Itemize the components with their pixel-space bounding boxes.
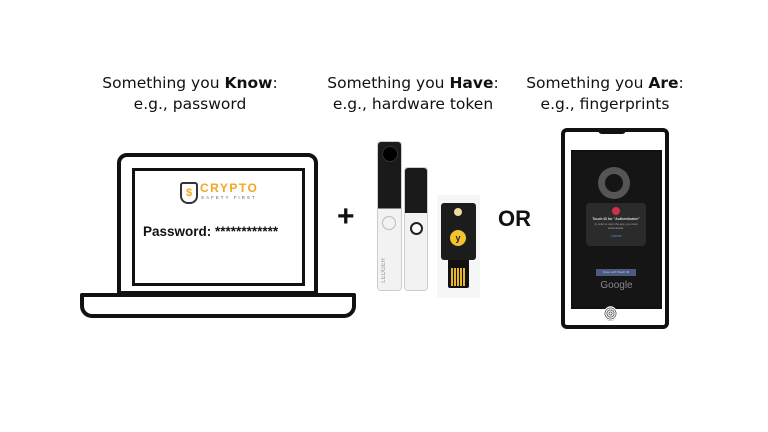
password-label: Password: xyxy=(143,224,212,239)
heading-example: e.g., password xyxy=(133,95,247,113)
google-wordmark: Google xyxy=(600,280,633,291)
ledger-nano-x: LEDGER xyxy=(378,142,401,290)
heading-suffix: : xyxy=(678,74,684,92)
open-with-touch-id-button[interactable]: Open with Touch ID xyxy=(596,269,636,276)
logo-tagline: SAFETY FIRST xyxy=(201,195,257,200)
yubikey-touch-icon: y xyxy=(450,230,466,246)
heading-prefix: Something you xyxy=(327,74,450,92)
password-value: ************ xyxy=(215,224,279,239)
ledger-button-icon xyxy=(410,222,423,235)
phone-speaker xyxy=(598,128,626,134)
dialog-title: Touch ID for "Authenticator" xyxy=(592,217,640,221)
usb-contacts xyxy=(451,268,466,286)
plus-sign: + xyxy=(337,200,355,233)
touch-id-dialog: Touch ID for "Authenticator" In order to… xyxy=(586,203,646,246)
phone-screen: Touch ID for "Authenticator" In order to… xyxy=(571,150,662,309)
or-label: OR xyxy=(498,206,531,231)
factor-know-heading: Something you Know: e.g., password xyxy=(70,73,310,115)
cancel-button[interactable]: Cancel xyxy=(610,234,622,238)
password-field: Password: ************ xyxy=(143,224,278,239)
heading-example: e.g., fingerprints xyxy=(540,95,670,113)
factor-are-heading: Something you Are: e.g., fingerprints xyxy=(485,73,725,115)
heading-example: e.g., hardware token xyxy=(332,95,494,113)
ledger-button-icon xyxy=(382,146,398,162)
shield-logo-icon: $ xyxy=(180,182,198,204)
usb-connector xyxy=(448,260,469,288)
google-g-icon xyxy=(598,167,630,199)
heading-keyword: Are xyxy=(648,74,679,92)
keyring-hole-icon xyxy=(454,208,462,216)
ledger-button-icon xyxy=(382,216,396,230)
ledger-nano-s xyxy=(405,168,427,290)
dialog-body: In order to open the app, you must authe… xyxy=(594,222,638,230)
heading-suffix: : xyxy=(493,74,499,92)
fingerprint-red-icon xyxy=(612,207,620,215)
yubikey: y xyxy=(437,195,480,298)
heading-prefix: Something you xyxy=(526,74,649,92)
heading-keyword: Have xyxy=(449,74,494,92)
laptop-screen xyxy=(132,168,305,286)
heading-prefix: Something you xyxy=(102,74,225,92)
laptop-base xyxy=(80,293,356,318)
ledger-label: LEDGER xyxy=(381,258,387,283)
logo-name: CRYPTO xyxy=(200,181,259,195)
yubikey-body: y xyxy=(441,203,476,260)
factor-have-heading: Something you Have: e.g., hardware token xyxy=(293,73,533,115)
heading-keyword: Know xyxy=(224,74,273,92)
fingerprint-icon xyxy=(604,306,617,321)
heading-suffix: : xyxy=(272,74,278,92)
